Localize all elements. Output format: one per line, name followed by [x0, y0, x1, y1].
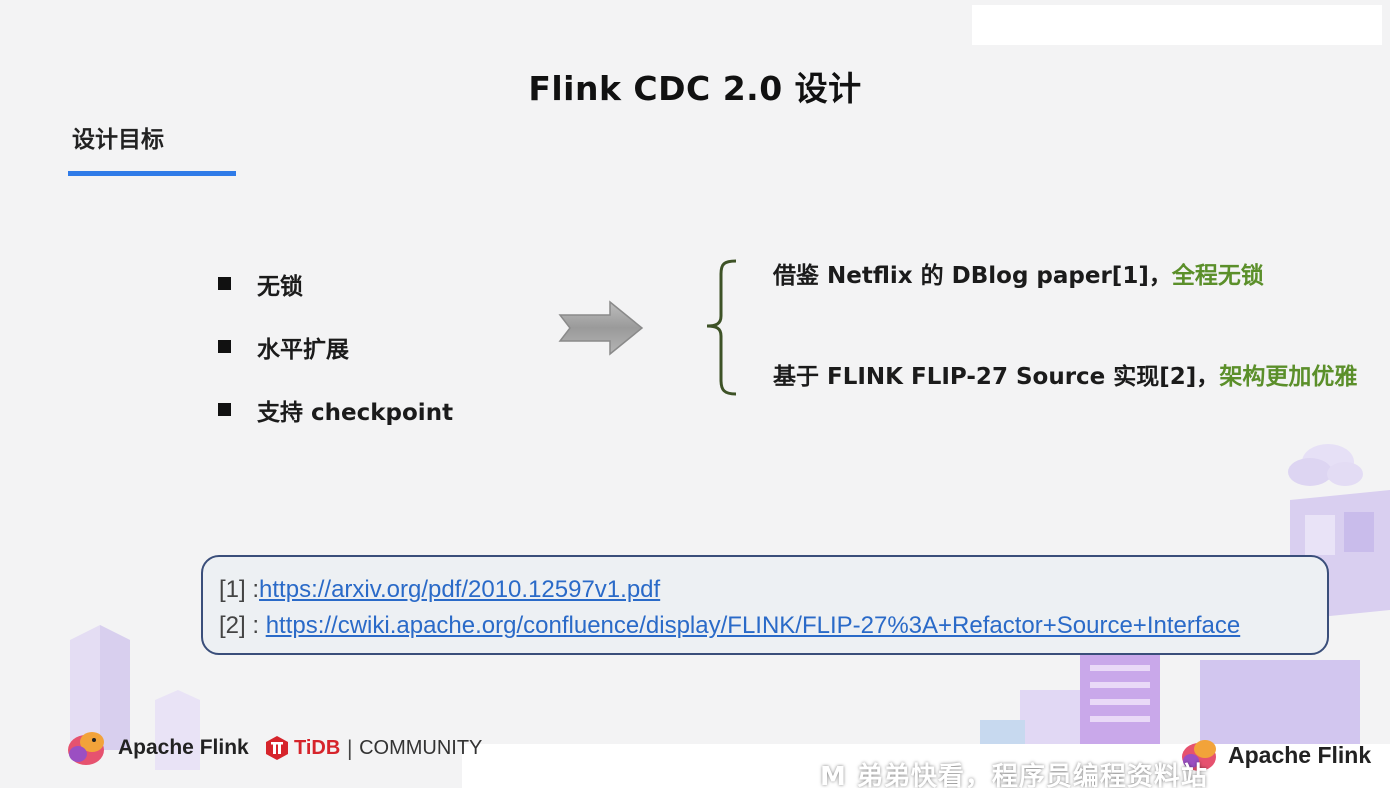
right-arrow-icon: [558, 300, 644, 356]
top-white-patch: [972, 5, 1382, 45]
reference-2: [2] : https://cwiki.apache.org/confluenc…: [219, 612, 1240, 640]
right-item-1: 借鉴 Netflix 的 DBlog paper[1]，全程无锁: [773, 256, 1264, 290]
section-heading: 设计目标: [72, 127, 164, 153]
bullet-list: 无锁 水平扩展 支持 checkpoint: [218, 252, 453, 441]
bullet-item: 支持 checkpoint: [218, 378, 453, 441]
reference-prefix: [1] :: [219, 576, 260, 603]
right-item-highlight: 全程无锁: [1171, 263, 1264, 289]
section-underline: [68, 171, 236, 176]
bullet-square-icon: [218, 403, 231, 416]
reference-link-cwiki[interactable]: https://cwiki.apache.org/confluence/disp…: [265, 612, 1241, 639]
cloud-icon: [1288, 444, 1363, 486]
right-item-2: 基于 FLINK FLIP-27 Source 实现[2]，架构更加优雅: [773, 357, 1357, 391]
reference-1: [1] :https://arxiv.org/pdf/2010.12597v1.…: [219, 576, 660, 604]
reference-prefix: [2] :: [219, 612, 266, 639]
right-item-text: 基于 FLINK FLIP-27 Source 实现[2]，: [773, 364, 1220, 390]
watermark-text: M 弟弟快看，程序员编程资料站: [820, 762, 1208, 788]
community-text: COMMUNITY: [359, 736, 483, 759]
references-box: [1] :https://arxiv.org/pdf/2010.12597v1.…: [201, 555, 1329, 655]
bullet-square-icon: [218, 340, 231, 353]
bullet-square-icon: [218, 277, 231, 290]
right-item-highlight: 架构更加优雅: [1219, 364, 1358, 390]
right-item-text: 借鉴 Netflix 的 DBlog paper[1]，: [773, 263, 1172, 289]
bullet-item: 无锁: [218, 252, 453, 315]
bullet-text: 支持 checkpoint: [257, 399, 454, 426]
flink-logo-text-right: Apache Flink: [1228, 741, 1372, 768]
reference-link-arxiv[interactable]: https://arxiv.org/pdf/2010.12597v1.pdf: [259, 576, 661, 603]
left-brace-icon: [706, 259, 737, 396]
flink-squirrel-icon: [68, 732, 104, 765]
flink-squirrel-icon: [1182, 740, 1216, 771]
bullet-text: 无锁: [257, 273, 303, 300]
tidb-text: TiDB: [294, 736, 341, 759]
tidb-logo-icon: [266, 736, 288, 760]
apache-flink-logo-right: Apache Flink: [1178, 736, 1371, 774]
bottom-white-patch: [462, 744, 1390, 788]
bullet-text: 水平扩展: [257, 336, 349, 363]
flink-logo-text: Apache Flink: [118, 736, 249, 759]
logo-separator: |: [346, 736, 354, 760]
background-illustration-left: [70, 625, 200, 770]
slide-title: Flink CDC 2.0 设计: [528, 69, 862, 108]
bullet-item: 水平扩展: [218, 315, 453, 378]
apache-flink-logo: Apache Flink: [64, 728, 249, 768]
tidb-community-logo: TiDB | COMMUNITY: [265, 735, 482, 761]
